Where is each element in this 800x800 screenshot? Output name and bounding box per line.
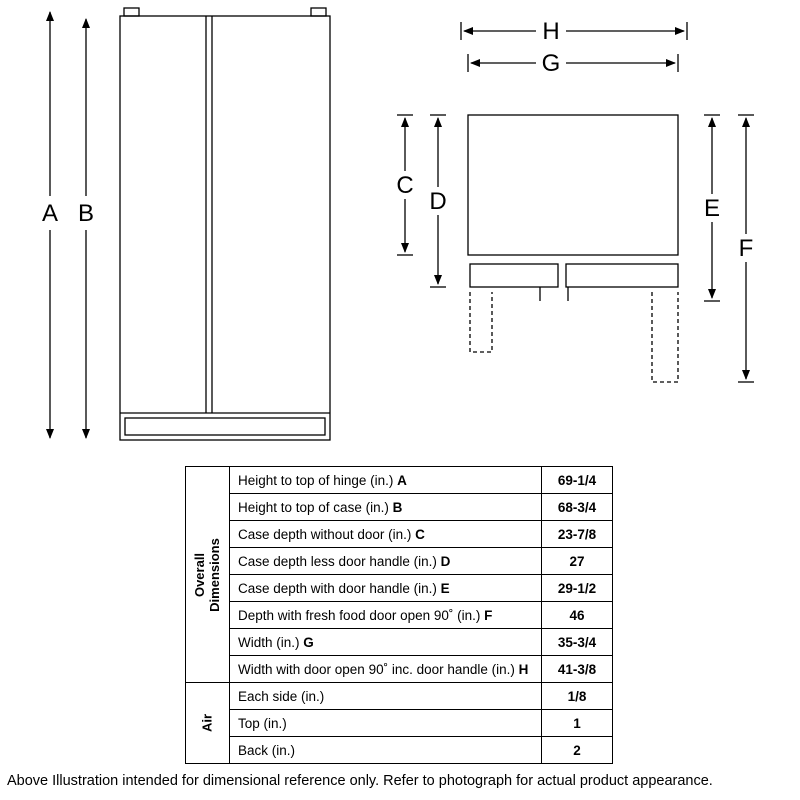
row-letter: D (440, 553, 451, 569)
row-label: Top (in.) (229, 709, 542, 737)
table-row: Top (in.) 1 (186, 709, 613, 737)
kickplate (124, 417, 326, 436)
table-row: Back (in.) 2 (186, 736, 613, 764)
dim-label-E: E (704, 195, 720, 222)
table-row: Overall Dimensions Height to top of hing… (185, 466, 613, 683)
row-label: Each side (in.) (229, 682, 542, 710)
row-label: Width with door open 90˚ inc. door handl… (229, 655, 542, 683)
row-label: Case depth less door handle (in.) D (229, 547, 542, 575)
footer-note: Above Illustration intended for dimensio… (7, 773, 713, 789)
row-label: Case depth with door handle (in.) E (229, 574, 542, 602)
row-label-text: Height to top of case (in.) (238, 499, 389, 515)
row-letter: A (397, 472, 407, 488)
dim-label-A: A (42, 200, 58, 227)
dimensions-table: Overall Dimensions Height to top of hing… (185, 466, 613, 764)
row-label: Height to top of case (in.) B (229, 493, 542, 521)
hinge-cap-right (310, 7, 327, 17)
table-row: Width (in.) G 35-3/4 (186, 628, 613, 656)
row-letter: H (518, 661, 529, 677)
dim-label-D: D (429, 188, 446, 215)
row-label-text: Each side (in.) (238, 688, 325, 704)
right-door-swing-dashed (651, 292, 679, 383)
row-label-text: Depth with fresh food door open 90˚ (in.… (238, 607, 481, 623)
dim-arrow-F: F (738, 114, 754, 383)
row-label: Height to top of hinge (in.) A (229, 466, 542, 494)
group-label-air: Air (185, 682, 230, 764)
table-row: Case depth without door (in.) C 23-7/8 (186, 520, 613, 548)
row-label-text: Width (in.) (238, 634, 300, 650)
row-value: 35-3/4 (541, 628, 613, 656)
row-label-text: Top (in.) (238, 715, 287, 731)
hinge-cap-left (123, 7, 140, 17)
fridge-top-view (467, 114, 679, 383)
dimension-diagram: A B H G (42, 7, 754, 441)
dim-label-C: C (396, 172, 413, 199)
left-door-swing-dashed (469, 292, 493, 353)
row-value: 23-7/8 (541, 520, 613, 548)
fridge-front-view (119, 7, 331, 441)
row-value: 1 (541, 709, 613, 737)
row-value: 1/8 (541, 682, 613, 710)
row-label-text: Case depth with door handle (in.) (238, 580, 437, 596)
row-label: Width (in.) G (229, 628, 542, 656)
row-value: 27 (541, 547, 613, 575)
group-label-text: Air (199, 713, 215, 733)
group-label-text: Overall Dimensions (191, 537, 222, 612)
left-door (469, 263, 559, 288)
row-value: 41-3/8 (541, 655, 613, 683)
table-row: Depth with fresh food door open 90˚ (in.… (186, 601, 613, 629)
row-label-text: Case depth without door (in.) (238, 526, 412, 542)
row-value: 2 (541, 736, 613, 764)
table-row: Case depth with door handle (in.) E 29-1… (186, 574, 613, 602)
row-label: Back (in.) (229, 736, 542, 764)
dim-label-B: B (78, 200, 94, 227)
row-label: Case depth without door (in.) C (229, 520, 542, 548)
table-row: Height to top of case (in.) B 68-3/4 (186, 493, 613, 521)
row-letter: F (484, 607, 493, 623)
fridge-body (119, 15, 331, 441)
case-outline (467, 114, 679, 256)
row-value: 46 (541, 601, 613, 629)
dim-label-H: H (542, 18, 559, 45)
row-letter: C (415, 526, 425, 542)
dim-arrow-A: A (42, 11, 58, 439)
dim-arrow-H: H (460, 18, 688, 45)
row-label-text: Height to top of hinge (in.) (238, 472, 394, 488)
row-value: 29-1/2 (541, 574, 613, 602)
row-label-text: Width with door open 90˚ inc. door handl… (238, 661, 515, 677)
row-label: Depth with fresh food door open 90˚ (in.… (229, 601, 542, 629)
right-door (565, 263, 679, 288)
dim-arrow-B: B (78, 18, 94, 439)
table-row: Width with door open 90˚ inc. door handl… (186, 655, 613, 683)
group-label-overall-dimensions: Overall Dimensions (185, 466, 230, 683)
row-label-text: Case depth less door handle (in.) (238, 553, 437, 569)
row-letter: G (303, 634, 314, 650)
dim-arrow-D: D (429, 114, 447, 288)
table-row: Air Each side (in.) 1/8 (185, 682, 613, 764)
dim-arrow-G: G (467, 50, 679, 77)
dim-arrow-C: C (396, 114, 414, 256)
row-letter: B (392, 499, 403, 515)
dim-arrow-E: E (704, 114, 720, 302)
table-row: Case depth less door handle (in.) D 27 (186, 547, 613, 575)
row-value: 69-1/4 (541, 466, 613, 494)
dim-label-G: G (542, 50, 561, 77)
dim-label-F: F (739, 235, 754, 262)
row-letter: E (440, 580, 450, 596)
row-label-text: Back (in.) (238, 742, 296, 758)
row-value: 68-3/4 (541, 493, 613, 521)
